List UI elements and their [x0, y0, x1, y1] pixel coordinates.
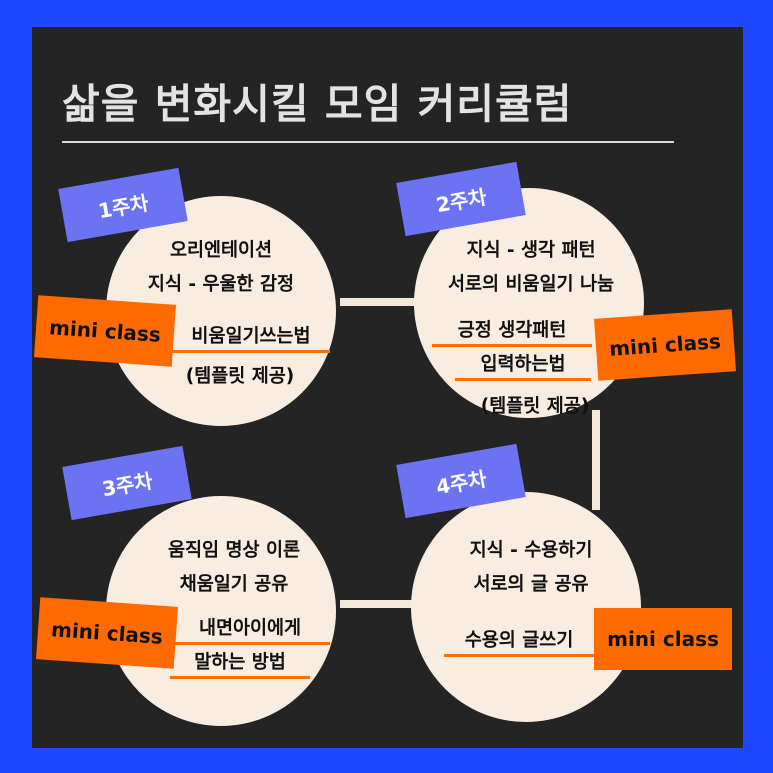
week-4-line-2: 서로의 글 공유 [473, 574, 589, 595]
week-2-line-1: 지식 - 생각 패턴 [466, 240, 596, 261]
week-1-highlight-1: 비움일기쓰는법 [172, 322, 330, 353]
week-2-mini-class-badge: mini class [594, 309, 736, 381]
week-3-mini-class-badge: mini class [36, 597, 178, 669]
week-4-mini-class-badge: mini class [594, 608, 732, 670]
connector-top [340, 298, 430, 306]
connector-bottom [340, 600, 430, 608]
week-3-line-1: 움직임 명상 이론 [167, 540, 301, 561]
week-2-note: (템플릿 제공) [480, 396, 590, 417]
week-1-mini-class-badge: mini class [34, 295, 176, 367]
week-3-highlight-2: 말하는 방법 [170, 648, 310, 679]
week-4-circle [411, 492, 641, 722]
week-4-highlight-1: 수용의 글쓰기 [444, 626, 594, 657]
week-3-line-2: 채움일기 공유 [179, 574, 289, 595]
week-3-highlight-1: 내면아이에게 [170, 614, 330, 645]
week-2-highlight-1: 긍정 생각패턴 [432, 316, 592, 347]
week-1-line-2: 지식 - 우울한 감정 [147, 274, 295, 295]
week-2-line-2: 서로의 비움일기 나눔 [447, 274, 615, 295]
week-1-line-1: 오리엔테이션 [169, 240, 273, 261]
week-2-highlight-2: 입력하는법 [455, 350, 591, 381]
connector-right [592, 410, 600, 510]
page-title: 삶을 변화시킬 모임 커리큘럼 [62, 80, 573, 128]
title-divider [62, 141, 674, 143]
week-4-line-1: 지식 - 수용하기 [469, 540, 593, 561]
week-1-note: (템플릿 제공) [185, 366, 295, 387]
